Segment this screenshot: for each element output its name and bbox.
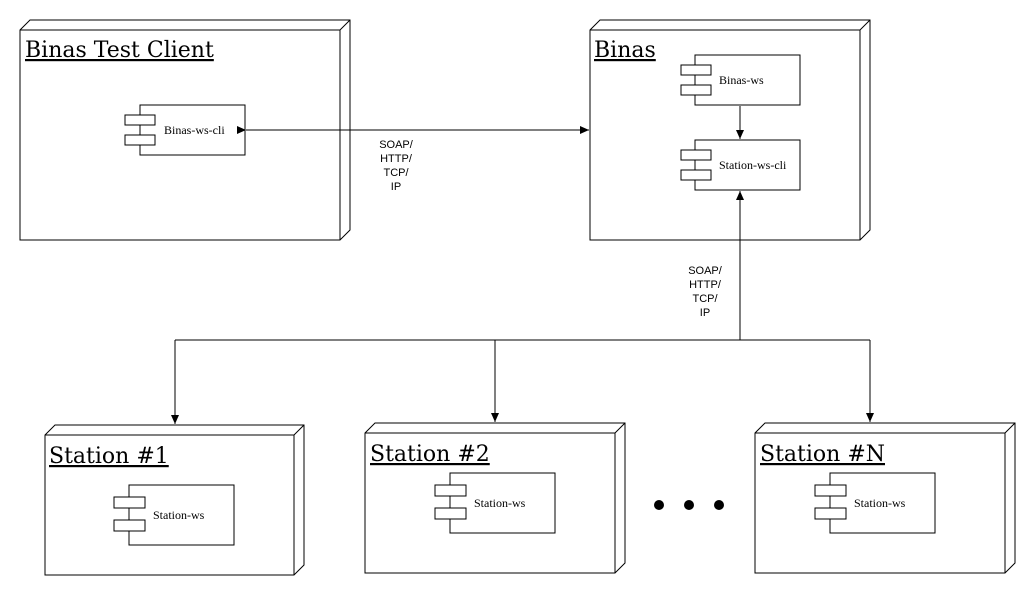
svg-text:IP: IP xyxy=(700,307,710,319)
ellipsis-more-stations xyxy=(654,500,724,510)
component-station-ws: Station-ws xyxy=(814,472,936,534)
svg-text:SOAP/: SOAP/ xyxy=(379,139,414,151)
svg-text:HTTP/: HTTP/ xyxy=(380,153,413,165)
component-label: Station-ws xyxy=(474,496,526,510)
component-binas-ws: Binas-ws xyxy=(680,54,801,106)
svg-text:TCP/: TCP/ xyxy=(692,293,718,305)
component-label: Station-ws xyxy=(854,496,906,510)
node-title: Binas Test Client xyxy=(25,38,214,63)
node-title: Station #2 xyxy=(370,442,490,467)
component-station-ws: Station-ws xyxy=(434,472,556,534)
component-station-ws: Station-ws xyxy=(113,484,235,546)
node-station-n: Station #N Station-ws xyxy=(754,422,1016,574)
protocol-label-binas-stations: SOAP/ HTTP/ TCP/ IP xyxy=(688,265,723,319)
node-binas-test-client: Binas Test Client Binas-ws-cli xyxy=(19,19,351,241)
component-station-ws-cli: Station-ws-cli xyxy=(680,139,801,191)
svg-text:IP: IP xyxy=(391,181,401,193)
svg-text:TCP/: TCP/ xyxy=(383,167,409,179)
svg-text:HTTP/: HTTP/ xyxy=(689,279,722,291)
component-label: Binas-ws-cli xyxy=(164,123,225,137)
node-title: Station #1 xyxy=(49,444,169,469)
node-station-2: Station #2 Station-ws xyxy=(364,422,626,574)
node-binas: Binas Binas-ws Station-ws-cli xyxy=(589,19,871,241)
component-label: Station-ws xyxy=(153,508,205,522)
component-label: Binas-ws xyxy=(719,73,764,87)
component-label: Station-ws-cli xyxy=(719,158,787,172)
link-binas-stations xyxy=(171,191,874,424)
node-title: Station #N xyxy=(760,442,885,467)
component-binas-ws-cli: Binas-ws-cli xyxy=(124,104,246,156)
svg-text:SOAP/: SOAP/ xyxy=(688,265,723,277)
protocol-label-client-binas: SOAP/ HTTP/ TCP/ IP xyxy=(379,139,414,193)
node-station-1: Station #1 Station-ws xyxy=(44,424,305,576)
node-title: Binas xyxy=(594,38,656,63)
